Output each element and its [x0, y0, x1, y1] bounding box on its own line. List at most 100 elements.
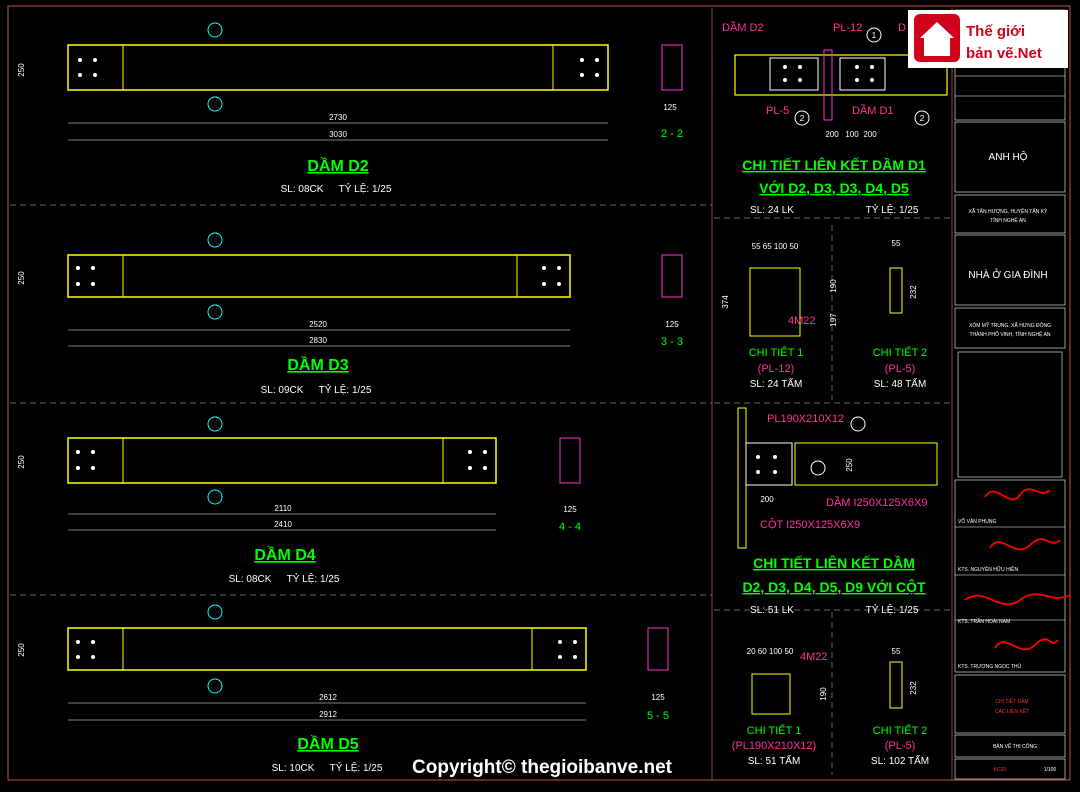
beam-total-dim: 2410 — [274, 520, 292, 529]
detail-3-name: CHI TIẾT 1 — [747, 724, 802, 737]
beam-scale: TỶ LỆ: 1/25 — [330, 761, 383, 774]
label-dam-d1: DẦM D1 — [852, 104, 894, 117]
connection-2-title: CHI TIẾT LIÊN KẾT DẦM — [753, 554, 915, 571]
connection-1-scale: TỶ LỆ: 1/25 — [866, 203, 919, 216]
detail-1-374: 374 — [721, 295, 730, 309]
detail-1-plate — [749, 267, 801, 337]
detail-1-190: 190 — [829, 279, 838, 293]
detail-2-name: CHI TIẾT 2 — [873, 346, 928, 359]
beam-title: DẦM D5 — [297, 734, 358, 753]
beam-d5-drawing — [67, 604, 669, 721]
project-name: NHÀ Ở GIA ĐÌNH — [968, 268, 1047, 281]
beam-sl: SL: 08CK — [229, 574, 272, 585]
height-dim: 250 — [17, 455, 26, 469]
sheet-title-1: CHI TIẾT DẦM — [995, 698, 1028, 705]
beam-scale: TỶ LỆ: 1/25 — [287, 572, 340, 585]
beam-inner-dim: 2520 — [309, 320, 327, 329]
detail-4-232: 232 — [909, 681, 918, 695]
connection-1-title: CHI TIẾT LIÊN KẾT DẦM D1 — [742, 156, 926, 173]
beam-inner-dim: 2612 — [319, 693, 337, 702]
section-label: 5 - 5 — [647, 710, 669, 722]
dim-200: 200 — [825, 130, 839, 139]
project-address-2: THÀNH PHỐ VINH, TỈNH NGHỆ AN — [969, 330, 1050, 338]
detail-4-code: (PL-5) — [885, 740, 916, 752]
owner-name: ANH HỘ — [989, 150, 1028, 163]
beam-inner-dim: 2110 — [274, 504, 292, 513]
section-label: 2 - 2 — [661, 128, 683, 140]
person-2: KTS. NGUYỄN HỮU HIỀN — [958, 566, 1018, 573]
beam-d2-drawing — [67, 22, 683, 141]
dim-200: 200 — [760, 495, 774, 504]
detail-4-sl: SL: 102 TẤM — [871, 754, 929, 767]
detail-4-name: CHI TIẾT 2 — [873, 724, 928, 737]
beam-sl: SL: 08CK — [281, 184, 324, 195]
detail-1-197: 197 — [829, 313, 838, 327]
person-4: KTS. TRƯƠNG NGỌC THỦ — [958, 663, 1021, 670]
detail-1-name: CHI TIẾT 1 — [749, 346, 804, 359]
beam-d3-drawing — [67, 232, 683, 347]
beam-sl: SL: 10CK — [272, 763, 315, 774]
beam-title: DẦM D2 — [307, 156, 368, 175]
detail-1-top-dims: 55 65 100 50 — [752, 242, 799, 251]
detail-3-plate — [751, 673, 791, 715]
detail-2-code: (PL-5) — [885, 363, 916, 375]
owner-address-1: XÃ TÂN HƯƠNG, HUYỆN TÂN KỲ — [969, 207, 1048, 215]
connection-1-subtitle: VỚI D2, D3, D3, D4, D5 — [759, 179, 909, 196]
owner-address-2: TỈNH NGHỆ AN — [990, 216, 1026, 224]
drawing-scale: 1/100 — [1044, 767, 1057, 773]
flange-dim: 125 — [563, 505, 577, 514]
person-1: VÕ VĂN PHỤNG — [958, 518, 996, 525]
beam-sl: SL: 09CK — [261, 385, 304, 396]
beam-total-dim: 2830 — [309, 336, 327, 345]
beam-title: DẦM D3 — [287, 355, 348, 374]
detail-2-55: 55 — [892, 239, 901, 248]
beam-scale: TỶ LỆ: 1/25 — [339, 182, 392, 195]
height-dim: 250 — [17, 271, 26, 285]
detail-1-bolt: 4M22 — [788, 315, 816, 327]
detail-1-code: (PL-12) — [758, 363, 795, 375]
flange-dim: 125 — [665, 320, 679, 329]
label-beam: DẦM I250X125X6X9 — [826, 496, 928, 509]
detail-3-190: 190 — [819, 687, 828, 701]
detail-2-plate — [889, 267, 903, 314]
flange-dim: 125 — [663, 103, 677, 112]
detail-3-top-dims: 20 60 100 50 — [747, 647, 794, 656]
connection-2-subtitle: D2, D3, D4, D5, D9 VỚI CỘT — [742, 578, 926, 595]
beam-scale: TỶ LỆ: 1/25 — [319, 383, 372, 396]
connection-1-sl: SL: 24 LK — [750, 205, 794, 216]
height-dim: 250 — [17, 63, 26, 77]
beam-total-dim: 3030 — [329, 130, 347, 139]
beam-total-dim: 2912 — [319, 710, 337, 719]
detail-1-sl: SL: 24 TẤM — [750, 377, 803, 390]
connection-2-drawing — [737, 407, 938, 549]
dim-200: 200 — [863, 130, 877, 139]
beam-inner-dim: 2730 — [329, 113, 347, 122]
signatures — [964, 488, 1071, 651]
copyright-watermark: Copyright© thegioibanve.net — [412, 757, 673, 778]
label-d: D — [898, 22, 906, 34]
person-3: KTS. TRẦN HOÀI NAM — [958, 618, 1010, 625]
drawing-type: BẢN VẼ THI CÔNG — [993, 743, 1037, 750]
label-pl5: PL-5 — [766, 105, 789, 117]
detail-2-sl: SL: 48 TẤM — [874, 377, 927, 390]
drawing-code: KC20 — [994, 767, 1007, 773]
label-pl12: PL-12 — [833, 22, 862, 34]
detail-2-232: 232 — [909, 285, 918, 299]
sheet-title-2: CÁC LIÊN KẾT — [995, 707, 1029, 715]
logo-line-2: bản vẽ.Net — [966, 45, 1042, 62]
callout-2: 2 — [920, 114, 925, 123]
connection-2-scale: TỶ LỆ: 1/25 — [866, 603, 919, 616]
label-dam-d2: DẦM D2 — [722, 21, 764, 34]
dim-250: 250 — [845, 458, 854, 472]
dim-100: 100 — [845, 130, 859, 139]
height-dim: 250 — [17, 643, 26, 657]
detail-3-sl: SL: 51 TẤM — [748, 754, 801, 767]
detail-3-code: (PL190X210X12) — [732, 740, 816, 752]
detail-4-plate — [889, 661, 903, 709]
connection-1-drawing — [734, 27, 948, 126]
flange-dim: 125 — [651, 693, 665, 702]
label-column: CỘT I250X125X6X9 — [760, 518, 860, 531]
detail-3-bolt: 4M22 — [800, 651, 828, 663]
